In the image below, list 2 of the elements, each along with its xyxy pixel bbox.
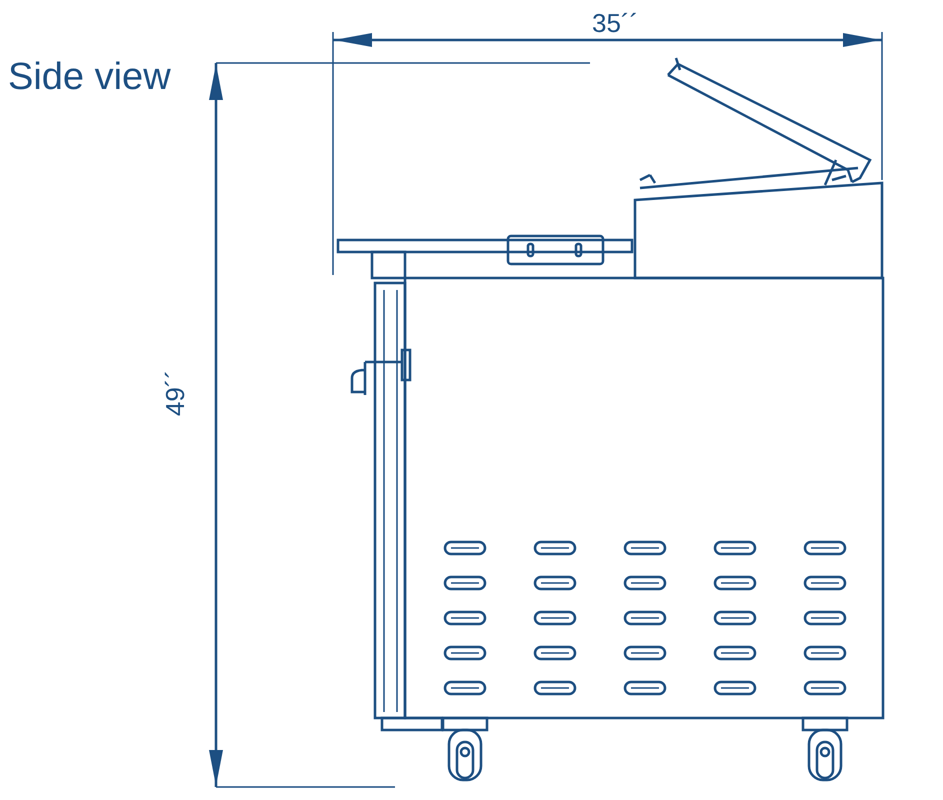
- dimension-label: 49´´: [162, 370, 188, 416]
- view-title: Side view: [8, 58, 171, 96]
